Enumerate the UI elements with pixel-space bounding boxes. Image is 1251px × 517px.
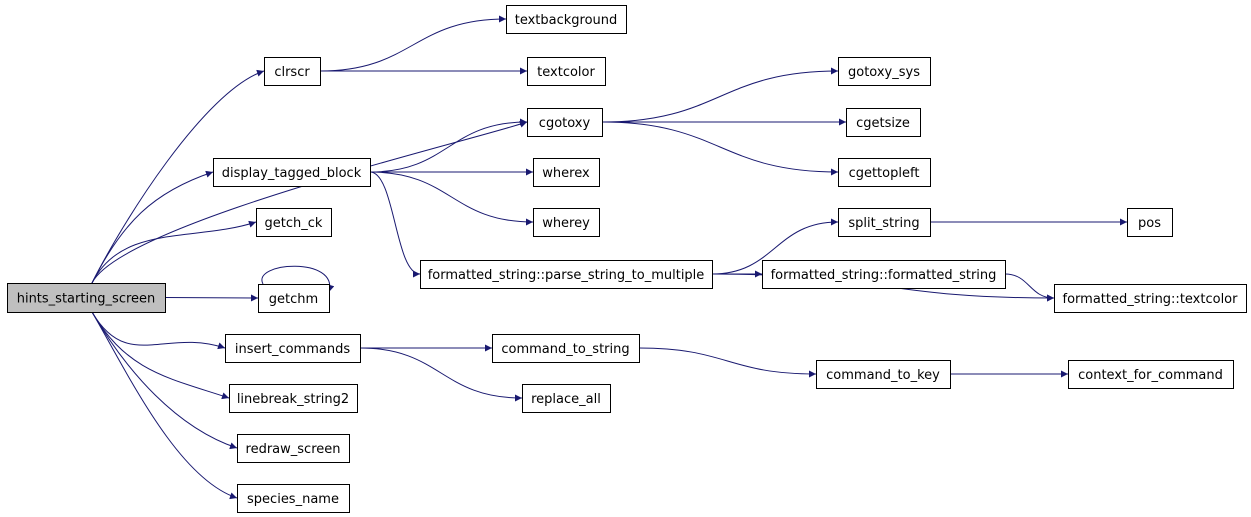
node-textbackground[interactable]: textbackground (506, 5, 627, 34)
node-wherey[interactable]: wherey (533, 208, 600, 237)
node-cgotoxy[interactable]: cgotoxy (527, 108, 603, 137)
node-box (237, 434, 350, 463)
node-label: display_tagged_block (222, 166, 362, 181)
node-redraw-screen[interactable]: redraw_screen (237, 434, 350, 463)
node-label: wherex (542, 166, 590, 181)
node-box (492, 334, 640, 363)
edge-command-to-string-to-command-to-key (638, 347, 817, 378)
node-linebreak-string2[interactable]: linebreak_string2 (229, 384, 358, 413)
edge-hints-starting-screen-to-linebreak-string2 (91, 311, 230, 400)
node-label: textbackground (515, 13, 618, 28)
node-insert-commands[interactable]: insert_commands (225, 334, 361, 363)
node-label: formatted_string::formatted_string (771, 268, 997, 283)
node-box (838, 57, 931, 86)
node-species-name[interactable]: species_name (237, 484, 350, 513)
node-label: formatted_string::parse_string_to_multip… (428, 268, 705, 283)
node-box (838, 208, 931, 237)
node-getchm[interactable]: getchm (258, 284, 330, 313)
node-fs-textcolor[interactable]: formatted_string::textcolor (1054, 284, 1247, 313)
edge-clrscr-to-textbackground (319, 15, 507, 72)
node-parse-string-to-multiple[interactable]: formatted_string::parse_string_to_multip… (420, 260, 713, 289)
node-label: getchm (269, 292, 318, 307)
edge-getchm-to-getchm (261, 265, 335, 293)
node-label: cgetsize (856, 116, 910, 131)
edge-fs-formatted-string-to-fs-textcolor (1004, 273, 1055, 302)
edge-cgotoxy-to-gotoxy-sys (601, 67, 839, 123)
node-label: context_for_command (1078, 368, 1223, 383)
edge-display-tagged-block-to-parse-string-to-multiple (369, 171, 421, 278)
node-label: split_string (848, 216, 919, 231)
node-label: clrscr (274, 65, 310, 80)
edge-hints-starting-screen-to-display-tagged-block (91, 170, 214, 284)
node-box (225, 334, 361, 363)
node-hints-starting-screen[interactable]: hints_starting_screen (7, 283, 166, 313)
node-box (7, 283, 166, 313)
edge-parse-string-to-multiple-to-split-string (711, 218, 839, 275)
node-box (846, 108, 921, 137)
node-box (533, 208, 600, 237)
node-pos[interactable]: pos (1127, 208, 1173, 237)
edge-hints-starting-screen-to-getch-ck (91, 220, 257, 284)
node-label: command_to_string (501, 342, 629, 357)
node-split-string[interactable]: split_string (838, 208, 931, 237)
node-display-tagged-block[interactable]: display_tagged_block (213, 158, 371, 187)
node-box (1054, 284, 1247, 313)
edge-hints-starting-screen-to-species-name (91, 311, 238, 500)
node-label: formatted_string::textcolor (1063, 292, 1239, 307)
node-wherex[interactable]: wherex (533, 158, 600, 187)
node-command-to-key[interactable]: command_to_key (816, 360, 951, 389)
node-box (527, 57, 606, 86)
node-label: redraw_screen (246, 442, 341, 457)
node-box (1127, 208, 1173, 237)
node-label: cgotoxy (539, 116, 591, 131)
edge-hints-starting-screen-to-cgotoxy (91, 120, 528, 284)
node-fs-formatted-string[interactable]: formatted_string::formatted_string (762, 260, 1006, 289)
edge-display-tagged-block-to-wherey (369, 171, 534, 226)
node-box (237, 484, 350, 513)
node-box (762, 260, 1006, 289)
node-replace-all[interactable]: replace_all (522, 384, 611, 413)
edge-insert-commands-to-replace-all (359, 347, 523, 402)
node-box (522, 384, 611, 413)
node-label: replace_all (531, 392, 601, 407)
node-label: cgettopleft (849, 166, 920, 181)
node-label: wherey (542, 216, 590, 231)
node-box (1068, 360, 1234, 389)
node-label: getch_ck (265, 216, 323, 231)
edge-display-tagged-block-to-cgotoxy (369, 118, 528, 173)
node-box (258, 284, 330, 313)
node-cgetsize[interactable]: cgetsize (846, 108, 921, 137)
node-box (229, 384, 358, 413)
node-box (527, 108, 603, 137)
node-box (506, 5, 627, 34)
node-box (213, 158, 371, 187)
node-label: insert_commands (235, 342, 350, 357)
node-label: command_to_key (826, 368, 940, 383)
node-label: pos (1138, 216, 1161, 231)
node-label: gotoxy_sys (848, 65, 920, 80)
node-label: linebreak_string2 (237, 392, 349, 407)
edge-cgotoxy-to-cgettopleft (601, 121, 839, 176)
node-box (420, 260, 713, 289)
node-box (838, 158, 931, 187)
node-cgettopleft[interactable]: cgettopleft (838, 158, 931, 187)
node-gotoxy-sys[interactable]: gotoxy_sys (838, 57, 931, 86)
node-label: hints_starting_screen (17, 292, 156, 307)
node-box (816, 360, 951, 389)
node-getch-ck[interactable]: getch_ck (256, 208, 332, 237)
node-command-to-string[interactable]: command_to_string (492, 334, 640, 363)
edge-hints-starting-screen-to-redraw-screen (91, 311, 238, 450)
node-label: species_name (247, 492, 339, 507)
node-box (533, 158, 600, 187)
node-label: textcolor (537, 65, 595, 80)
node-clrscr[interactable]: clrscr (264, 57, 321, 86)
node-context-for-command[interactable]: context_for_command (1068, 360, 1234, 389)
edge-hints-starting-screen-to-getchm (164, 294, 259, 302)
node-box (256, 208, 332, 237)
node-textcolor[interactable]: textcolor (527, 57, 606, 86)
edge-hints-starting-screen-to-insert-commands (91, 311, 226, 350)
node-box (264, 57, 321, 86)
